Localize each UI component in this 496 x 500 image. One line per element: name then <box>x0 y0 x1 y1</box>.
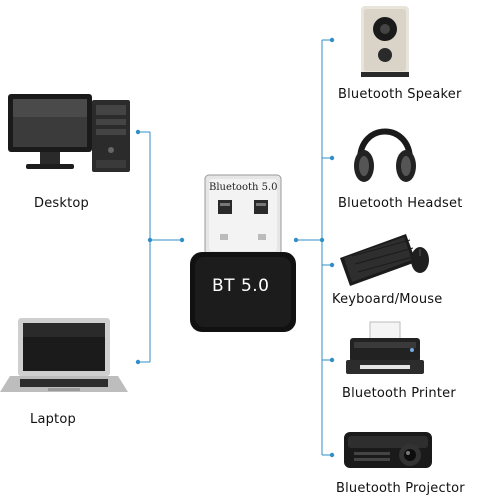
connector-lines <box>138 39 332 456</box>
laptop-icon <box>0 318 128 392</box>
headset-label: Bluetooth Headset <box>338 196 463 211</box>
laptop-label: Laptop <box>30 412 76 427</box>
desktop-computer-icon <box>8 94 130 172</box>
printer-icon <box>346 321 424 374</box>
printer-label: Bluetooth Printer <box>342 386 456 401</box>
keyboard-mouse-icon <box>340 234 429 286</box>
desktop-label: Desktop <box>34 196 90 211</box>
projector-icon <box>344 432 432 468</box>
keyboard-mouse-label: Keyboard/Mouse <box>332 292 443 307</box>
projector-label: Bluetooth Projector <box>336 481 465 496</box>
usb-bluetooth-dongle-icon <box>190 174 296 332</box>
dongle-body-label: BT 5.0 <box>212 276 270 296</box>
speaker-icon <box>361 6 409 77</box>
dongle-usb-label: Bluetooth 5.0 <box>209 182 278 193</box>
speaker-label: Bluetooth Speaker <box>338 87 462 102</box>
headset-icon <box>354 128 416 182</box>
connector-dots <box>135 37 335 458</box>
